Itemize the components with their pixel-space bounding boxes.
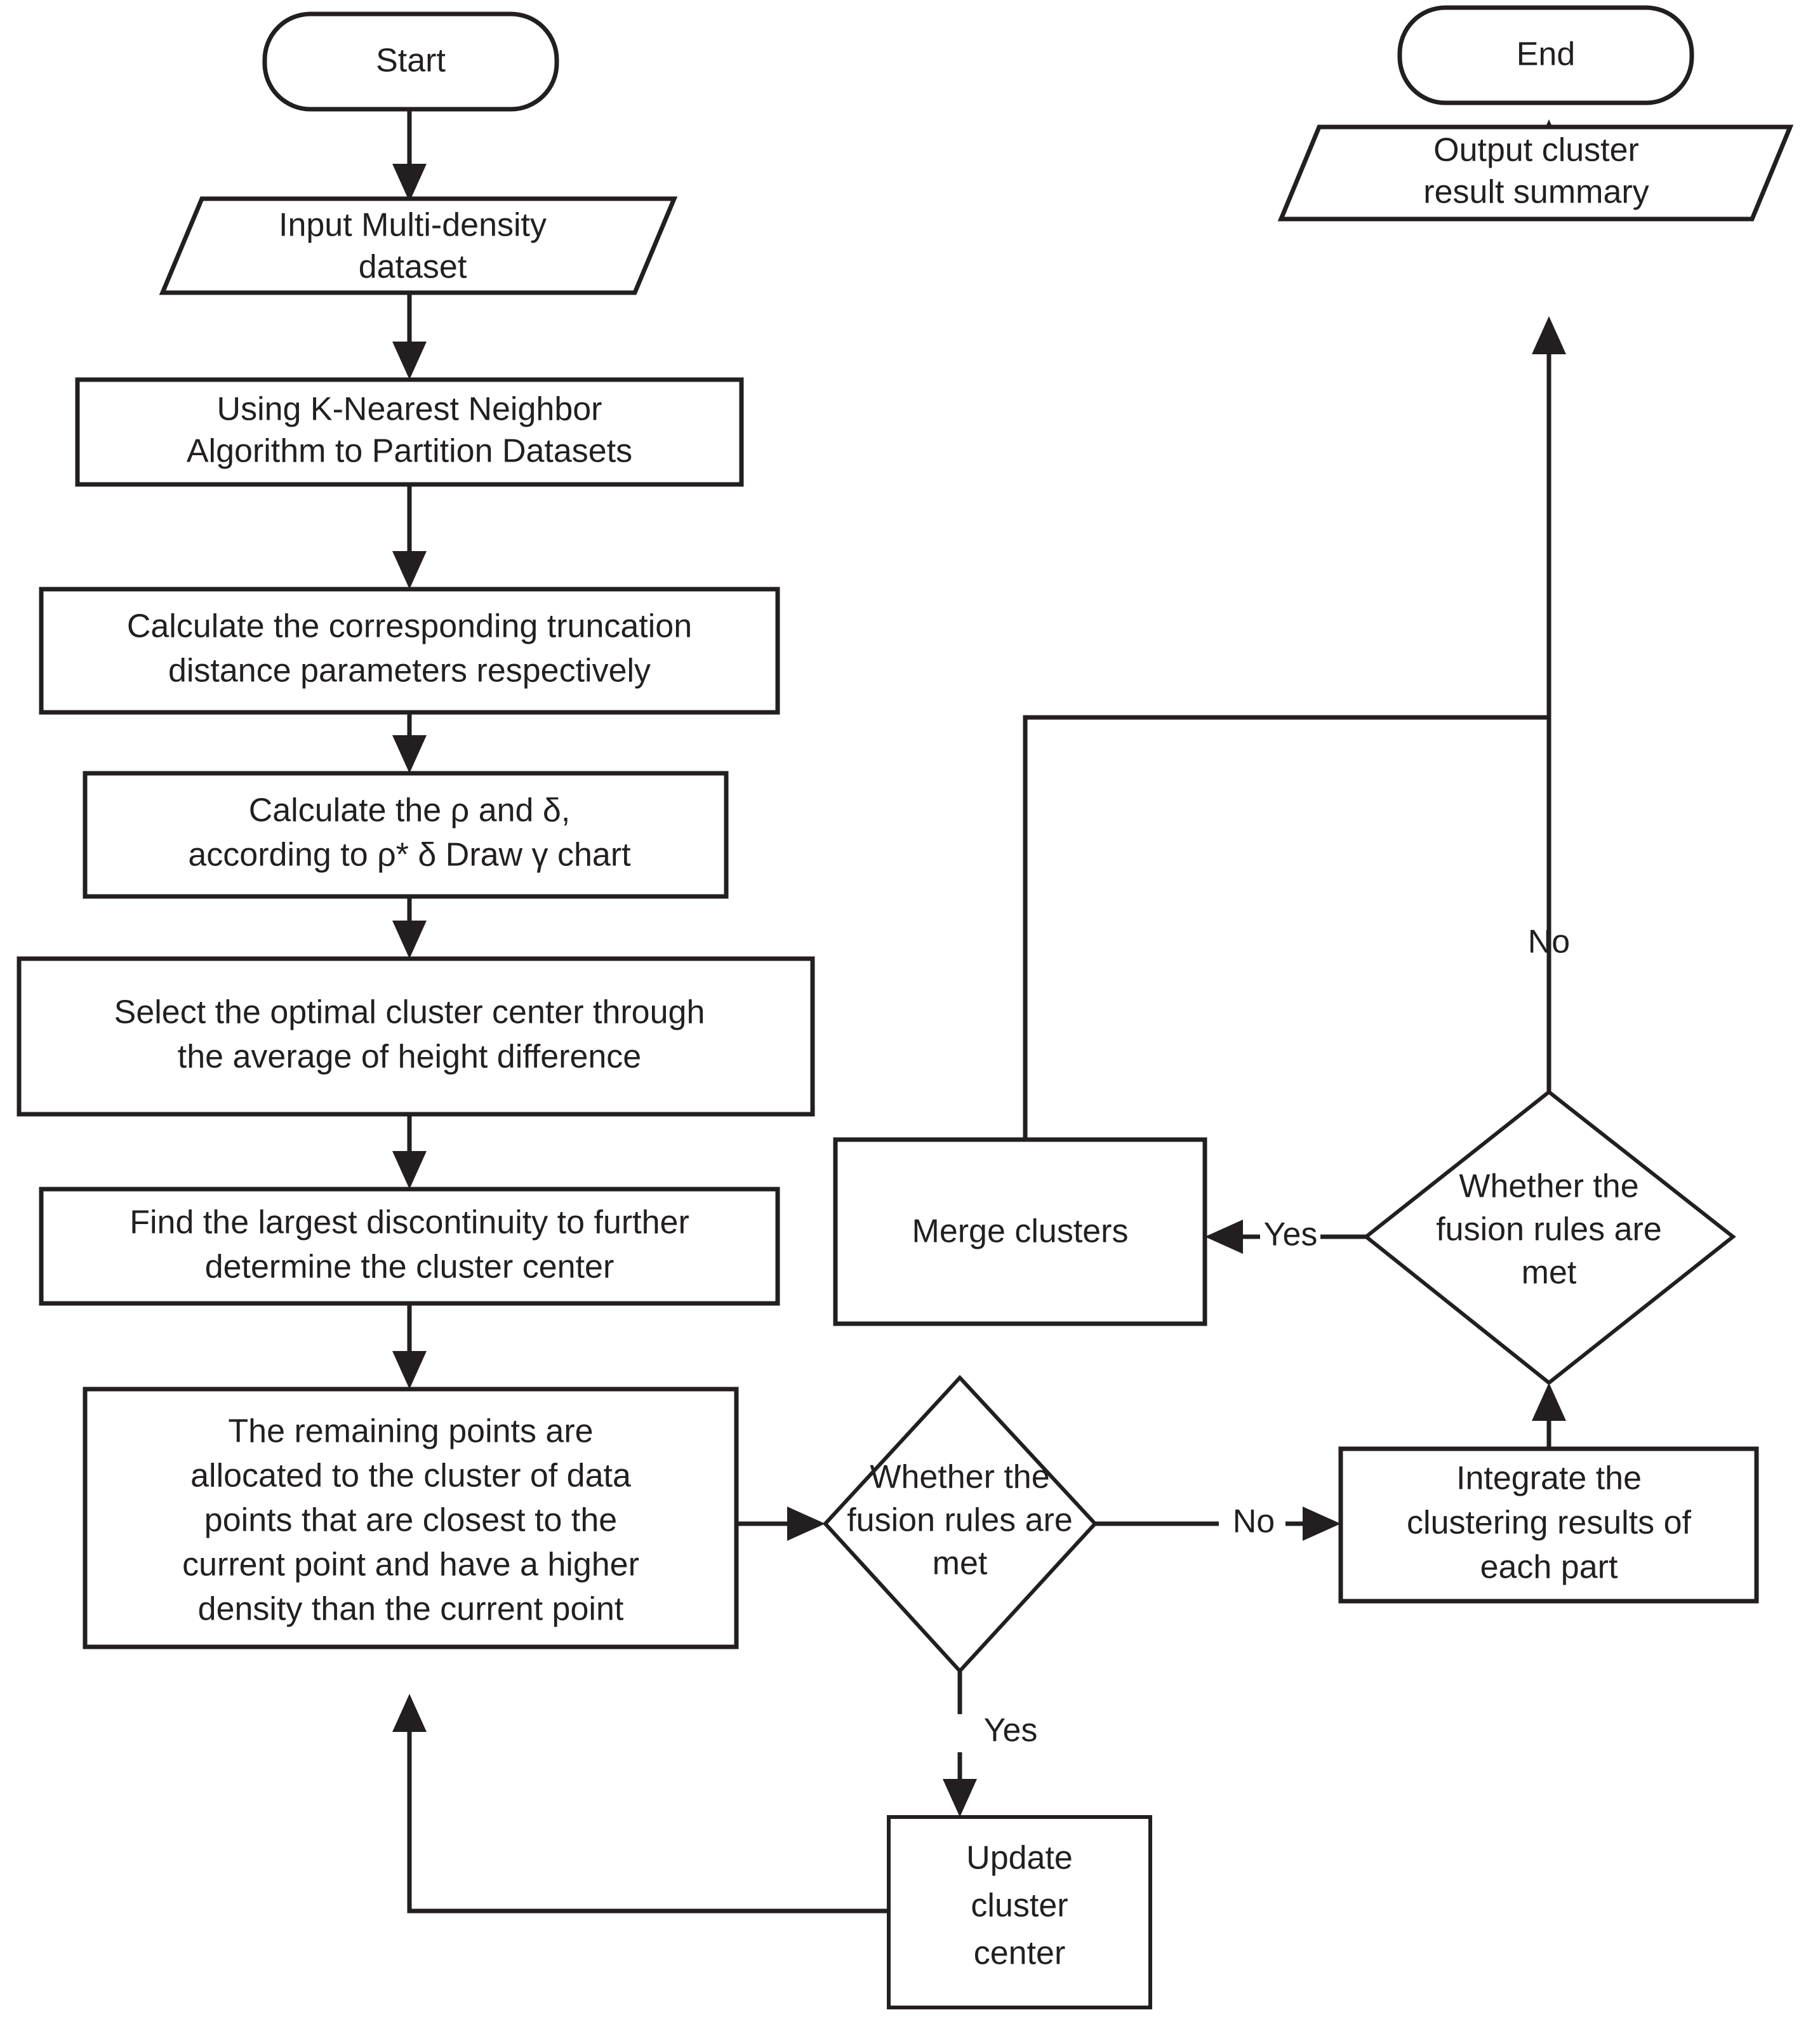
edge-label-lower-yes: Yes (984, 1712, 1038, 1749)
node-rho-delta[interactable]: Calculate the ρ and δ, according to ρ* δ… (83, 771, 729, 899)
node-merge-clusters-label: Merge clusters (912, 1213, 1129, 1250)
node-knn-partition-line2: Algorithm to Partition Datasets (187, 433, 632, 470)
node-output-summary-line2: result summary (1423, 174, 1649, 211)
node-optimal-center-line2: the average of height difference (178, 1039, 641, 1075)
node-allocate-points-line1: The remaining points are (228, 1413, 593, 1450)
node-decision-lower-line1: Whether the (870, 1459, 1049, 1496)
node-input-dataset-line2: dataset (359, 249, 467, 286)
node-decision-lower-line2: fusion rules are (847, 1502, 1073, 1539)
edge-decision-lower-no: No (1095, 1503, 1341, 1541)
node-largest-discontinuity-line1: Find the largest discontinuity to furthe… (130, 1204, 689, 1241)
node-allocate-points-line4: current point and have a higher (182, 1547, 639, 1583)
node-integrate-results[interactable]: Integrate the clustering results of each… (1338, 1446, 1759, 1604)
node-update-center-line2: cluster (971, 1887, 1068, 1924)
node-rho-delta-line1: Calculate the ρ and δ, (249, 792, 571, 829)
node-allocate-points-line2: allocated to the cluster of data (190, 1458, 631, 1494)
edge-optimal-to-discontinuity (392, 1114, 427, 1189)
node-optimal-center-line1: Select the optimal cluster center throug… (114, 994, 705, 1031)
node-input-dataset[interactable]: Input Multi-density dataset (159, 196, 678, 295)
edge-truncation-to-rhodelta (392, 712, 427, 773)
node-largest-discontinuity-line2: determine the cluster center (205, 1249, 614, 1286)
edge-label-lower-no: No (1233, 1503, 1275, 1540)
node-knn-partition[interactable]: Using K-Nearest Neighbor Algorithm to Pa… (75, 377, 744, 487)
node-end[interactable]: End (1397, 5, 1694, 105)
edge-discontinuity-to-allocate (392, 1303, 427, 1389)
edge-input-to-knn (392, 294, 427, 380)
node-decision-lower[interactable]: Whether the fusion rules are met (822, 1375, 1098, 1674)
node-integrate-results-line2: clustering results of (1407, 1505, 1692, 1541)
node-allocate-points[interactable]: The remaining points are allocated to th… (83, 1387, 739, 1649)
node-decision-upper-line3: met (1522, 1255, 1577, 1291)
node-start-label: Start (376, 43, 446, 79)
node-output-summary[interactable]: Output cluster result summary (1277, 124, 1794, 222)
node-truncation-distance-line1: Calculate the corresponding truncation (127, 608, 692, 645)
edge-start-to-input (392, 109, 427, 202)
node-decision-lower-line3: met (933, 1545, 988, 1582)
edge-knn-to-truncation (392, 484, 427, 589)
node-end-label: End (1517, 36, 1576, 73)
node-output-summary-line1: Output cluster (1433, 132, 1639, 169)
node-rho-delta-line2: according to ρ* δ Draw γ chart (188, 837, 631, 874)
node-integrate-results-line1: Integrate the (1456, 1460, 1642, 1497)
edge-update-center-feedback (392, 1694, 889, 1914)
node-truncation-distance-line2: distance parameters respectively (168, 653, 651, 689)
node-knn-partition-line1: Using K-Nearest Neighbor (217, 391, 602, 428)
edge-decision-upper-yes: Yes (1205, 1216, 1366, 1254)
node-update-center-line1: Update (966, 1840, 1073, 1877)
node-truncation-distance[interactable]: Calculate the corresponding truncation d… (39, 587, 780, 715)
node-input-dataset-line1: Input Multi-density (279, 207, 547, 244)
edge-label-upper-no: No (1528, 924, 1570, 961)
edge-integrate-to-decision-upper (1532, 1383, 1566, 1449)
node-update-center-line3: center (974, 1935, 1066, 1972)
node-decision-upper[interactable]: Whether the fusion rules are met (1363, 1089, 1736, 1385)
node-optimal-center[interactable]: Select the optimal cluster center throug… (17, 956, 815, 1117)
edge-allocate-to-decision-lower (736, 1507, 825, 1541)
node-integrate-results-line3: each part (1480, 1549, 1618, 1586)
edge-decision-upper-no: No (1528, 316, 1570, 1092)
node-decision-upper-line1: Whether the (1459, 1168, 1638, 1205)
node-start[interactable]: Start (262, 11, 559, 112)
node-decision-upper-line2: fusion rules are (1436, 1211, 1662, 1248)
edge-merge-feedback (1023, 715, 1549, 1140)
edge-label-upper-yes: Yes (1264, 1216, 1318, 1253)
node-update-center[interactable]: Update cluster center (887, 1815, 1152, 2009)
edge-rhodelta-to-optimal (392, 896, 427, 959)
node-allocate-points-line3: points that are closest to the (204, 1502, 617, 1539)
node-allocate-points-line5: density than the current point (198, 1591, 624, 1628)
edge-decision-lower-yes: Yes (943, 1671, 1037, 1817)
node-merge-clusters[interactable]: Merge clusters (833, 1137, 1207, 1326)
node-largest-discontinuity[interactable]: Find the largest discontinuity to furthe… (39, 1187, 780, 1306)
